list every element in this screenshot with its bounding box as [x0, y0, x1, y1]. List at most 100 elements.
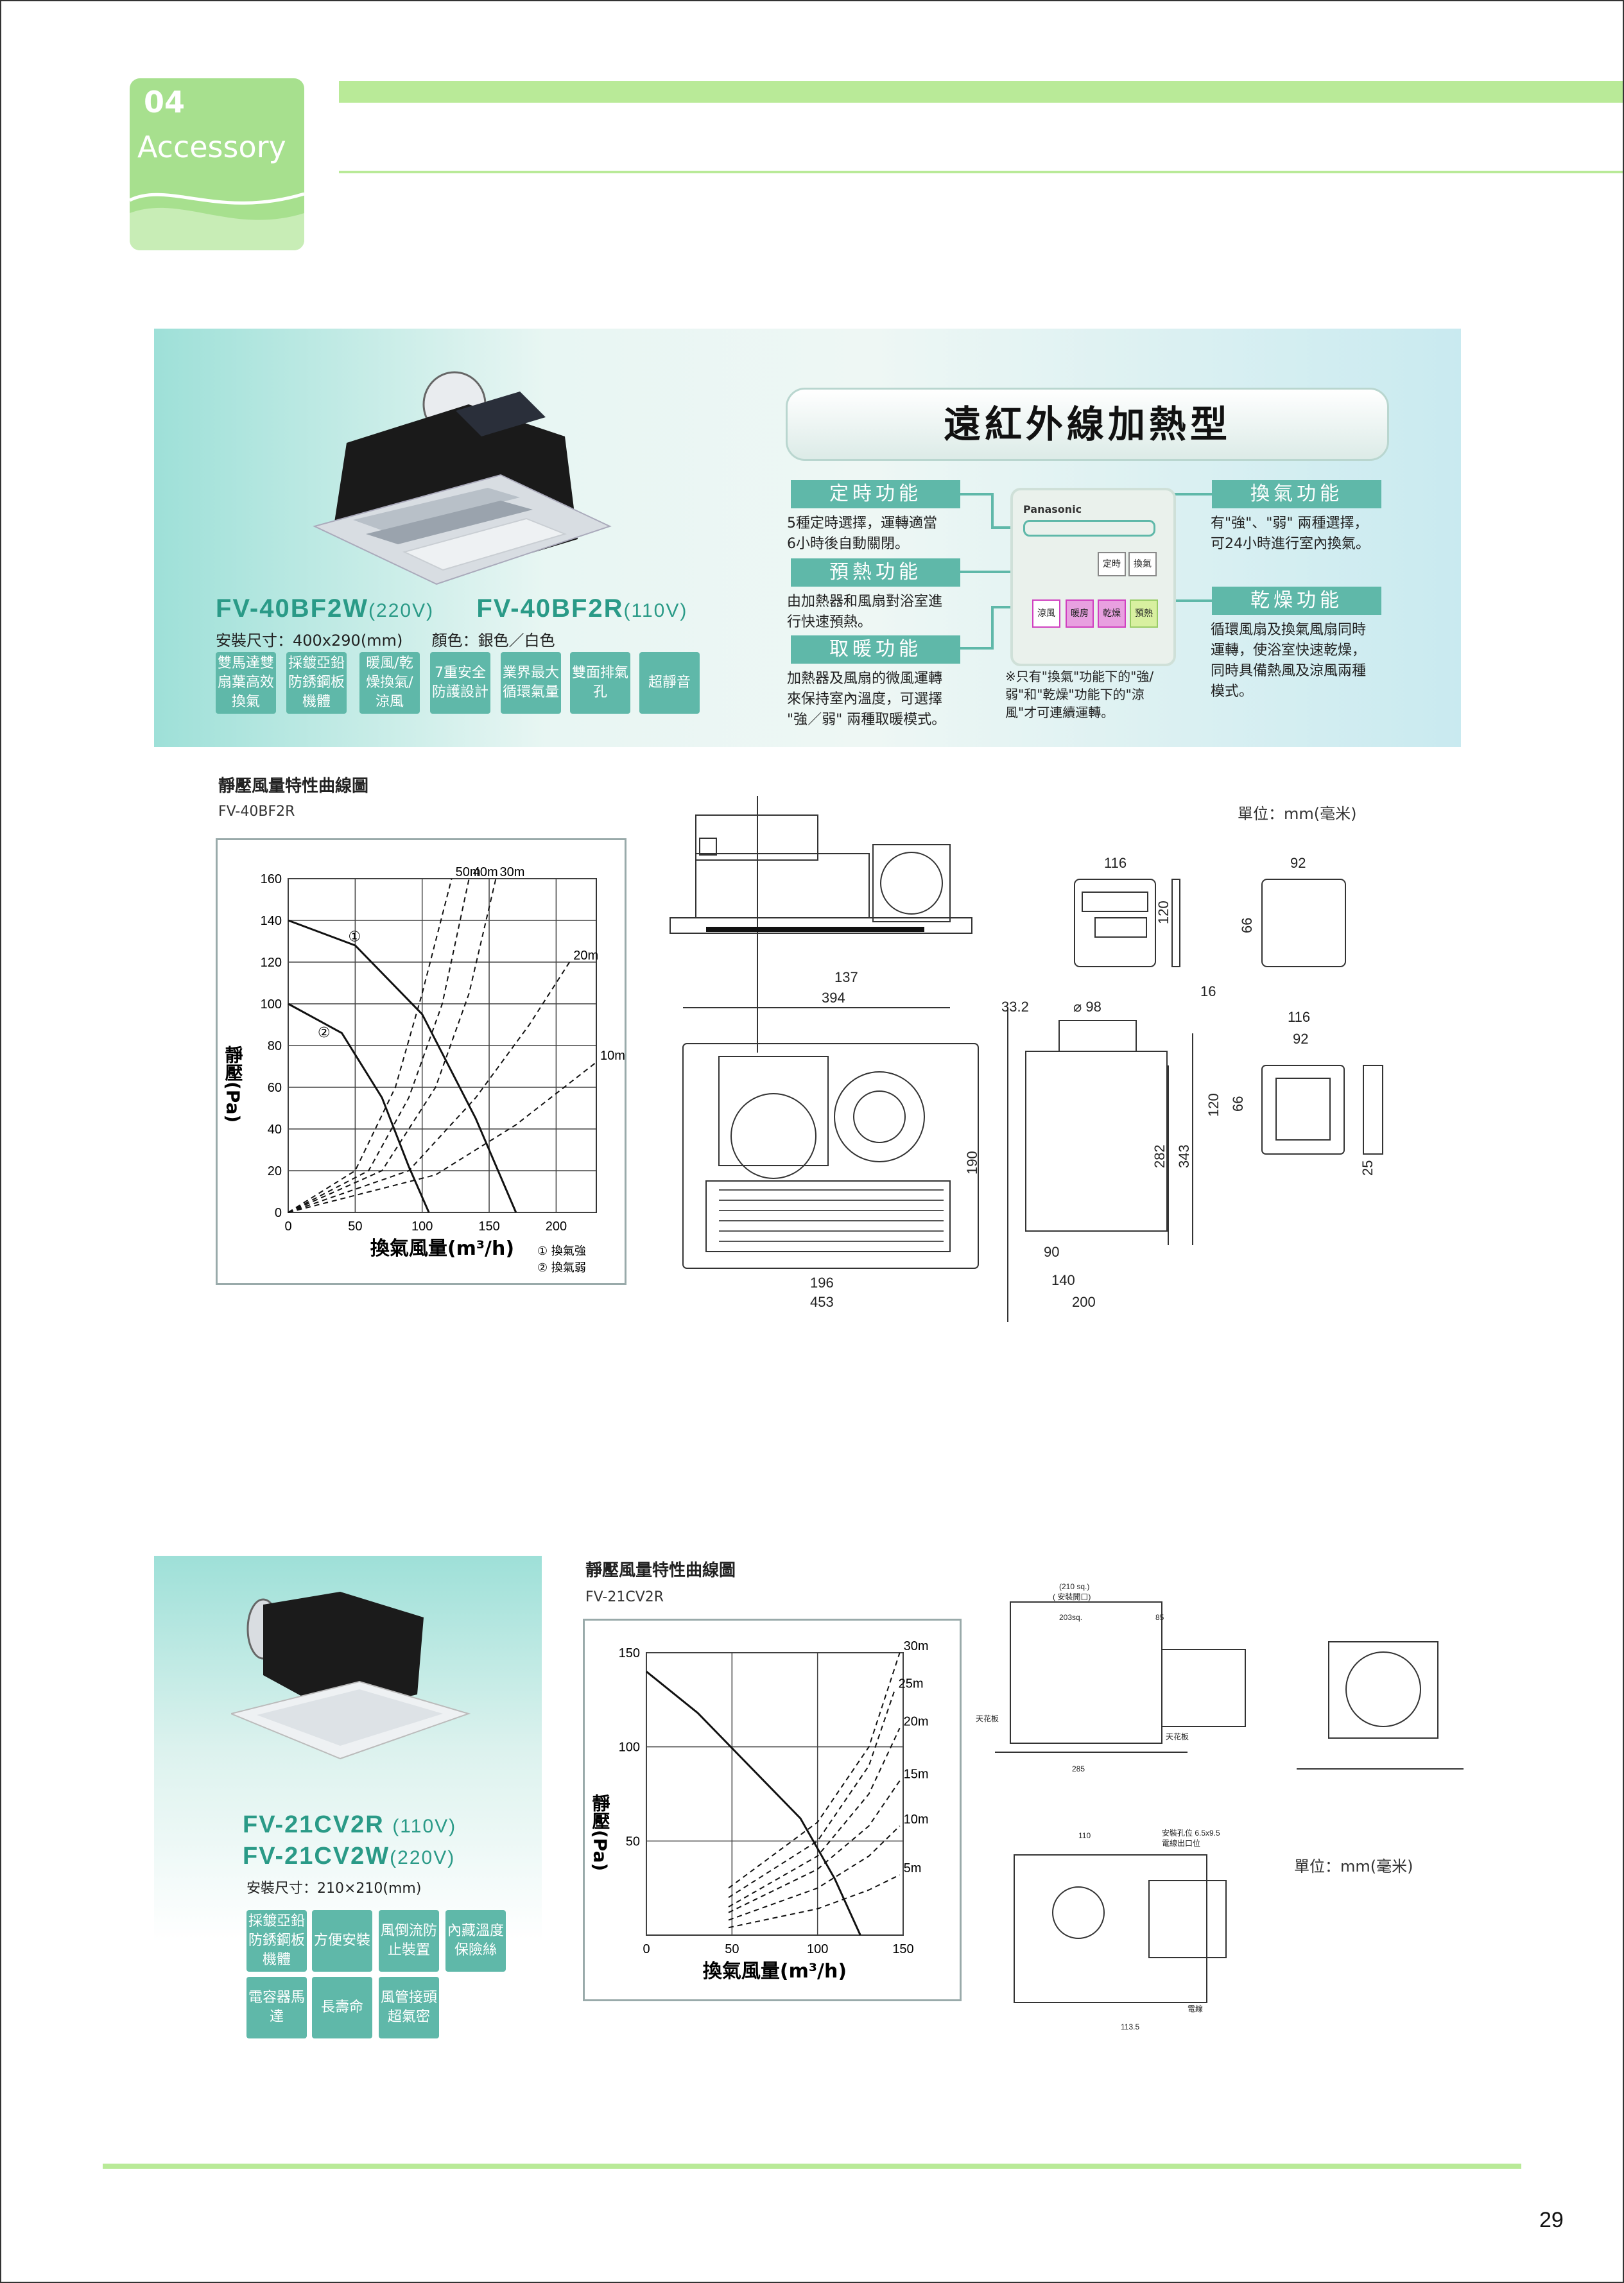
feature-badge: 電容器馬達: [246, 1977, 307, 2038]
series-line: [288, 919, 517, 1213]
dim: ⌀ 98: [1073, 999, 1101, 1015]
label: 110: [1078, 1831, 1091, 1840]
label: 天花板: [976, 1714, 999, 1723]
legend-item: ② 換氣弱: [537, 1261, 586, 1275]
label: 285: [1072, 1764, 1085, 1773]
dim: 137: [834, 969, 858, 985]
technical-drawing-2: (210 sq.) ( 安裝開口) 203sq. 85 天花板 天花板 285 …: [976, 1582, 1464, 2031]
feature-badge: 長壽命: [312, 1977, 372, 2038]
note-line: ※只有"換氣"功能下的"強/: [1005, 669, 1154, 684]
function-preheat-label: 預熱功能: [791, 558, 960, 587]
product2-dimensions: 安裝尺寸：210×210(mm): [246, 1881, 422, 1897]
series-line: [288, 961, 571, 1213]
feature-badge: 方便安裝: [312, 1910, 372, 1972]
x-axis-label: 換氣風量(m³/h): [703, 1960, 847, 1983]
series-line: [646, 1671, 861, 1936]
series-label: 40m: [473, 865, 498, 879]
series-label: 5m: [904, 1861, 922, 1875]
function-drying-desc: 循環風扇及換氣風扇同時 運轉，使浴室快速乾燥， 同時具備熱風及涼風兩種 模式。: [1211, 620, 1366, 702]
controller-button-timer[interactable]: 定時: [1098, 552, 1126, 576]
series-label: 50m: [456, 865, 481, 879]
product1-title: 遠紅外線加熱型: [943, 402, 1231, 446]
series-line: [288, 878, 453, 1213]
controller-button-preheat[interactable]: 預熱: [1130, 599, 1158, 628]
timer-indicator: [1023, 520, 1155, 537]
page-number: 29: [1539, 2208, 1564, 2232]
y-tick-label: 140: [261, 914, 282, 928]
function-heating-desc: 加熱器及風扇的微風運轉 來保持室內溫度，可選擇 "強／弱" 兩種取暖模式。: [787, 669, 946, 730]
series-label: 10m: [600, 1049, 625, 1063]
feature-badge: 採鍍亞鉛防銹鋼板機體: [286, 652, 347, 714]
x-tick-label: 200: [546, 1219, 567, 1234]
series-label: 25m: [899, 1677, 924, 1691]
series-label: 15m: [904, 1767, 929, 1781]
feature-badge: 超靜音: [639, 652, 700, 714]
series-line: [288, 1062, 597, 1213]
desc-line: 行快速預熱。: [787, 614, 872, 630]
chart2-heading: 靜壓風量特性曲線圖: [585, 1561, 736, 1580]
controller-panel: Panasonic 定時 換氣 涼風 暖房 乾燥 預熱: [1010, 488, 1176, 666]
label: ( 安裝開口): [1053, 1592, 1091, 1601]
dim: 92: [1293, 1031, 1308, 1047]
desc-line: 同時具備熱風及涼風兩種: [1211, 663, 1367, 679]
dim: 343: [1176, 1144, 1192, 1168]
product1-dimensions: 安裝尺寸：400x290(mm) 顏色：銀色／白色: [216, 628, 555, 650]
label: 113.5: [1121, 2022, 1139, 2031]
x-tick-label: 150: [478, 1219, 499, 1234]
desc-line: "強／弱" 兩種取暖模式。: [787, 712, 946, 728]
label: 203sq.: [1059, 1613, 1082, 1622]
series-label: 30m: [499, 865, 524, 879]
model-a: FV-40BF2W: [216, 594, 369, 623]
series-label: 20m: [573, 949, 598, 963]
unit-label-1: 單位：mm(毫米): [1238, 805, 1357, 823]
curve-label: ①: [348, 929, 361, 945]
controller-button-dry[interactable]: 乾燥: [1098, 599, 1126, 628]
series-label: 20m: [904, 1714, 929, 1728]
dim: 66: [1239, 918, 1255, 933]
desc-line: 可24小時進行室內換氣。: [1211, 536, 1370, 552]
desc-line: 6小時後自動關閉。: [787, 536, 909, 552]
controller-button-vent[interactable]: 換氣: [1128, 552, 1157, 576]
header-rule: [339, 171, 1623, 173]
series-label: 10m: [904, 1813, 929, 1827]
label: 電線: [1188, 2004, 1203, 2013]
wave-decoration: [130, 192, 304, 250]
dim: 196: [810, 1275, 834, 1291]
y-tick-label: 20: [268, 1164, 282, 1178]
function-ventilation-label: 換氣功能: [1212, 480, 1381, 508]
y-tick-label: 40: [268, 1123, 282, 1137]
y-tick-label: 50: [626, 1834, 640, 1848]
chart1-heading: 靜壓風量特性曲線圖: [218, 777, 369, 796]
dim: 140: [1051, 1272, 1075, 1288]
controller-button-heat[interactable]: 暖房: [1066, 599, 1094, 628]
desc-line: 來保持室內溫度，可選擇: [787, 691, 943, 707]
label: (210 sq.): [1059, 1582, 1089, 1591]
function-ventilation-desc: 有"強"、"弱" 兩種選擇， 可24小時進行室內換氣。: [1211, 513, 1370, 555]
feature-badge: 7重安全防護設計: [430, 652, 490, 714]
desc-line: 模式。: [1211, 684, 1254, 700]
series-line: [728, 1874, 901, 1929]
controller-button-cool[interactable]: 涼風: [1032, 599, 1060, 628]
curve-label: ②: [318, 1025, 331, 1041]
feature-badge: 業界最大循環氣量: [501, 652, 561, 714]
series-line: [288, 878, 470, 1213]
chart1-model: FV-40BF2R: [218, 804, 295, 820]
unit-label-2: 單位：mm(毫米): [1294, 1857, 1413, 1875]
feature-badge: 內藏溫度保險絲: [445, 1910, 506, 1972]
feature-badge: 暖風/乾燥換氣/涼風: [359, 652, 420, 714]
dim: 116: [1288, 1009, 1310, 1025]
install-size: 安裝尺寸：400x290(mm): [216, 632, 403, 650]
dim: 200: [1072, 1294, 1096, 1310]
model-b: FV-40BF2R: [476, 594, 624, 623]
section-tab: 04 Accessory: [130, 78, 304, 250]
desc-line: 由加熱器和風扇對浴室進: [787, 594, 943, 610]
y-tick-label: 80: [268, 1039, 282, 1053]
feature-badge: 採鍍亞鉛防銹鋼板機體: [246, 1910, 307, 1972]
feature-badge: 雙馬達雙扇葉高效換氣: [216, 652, 276, 714]
y-tick-label: 0: [275, 1206, 282, 1220]
dim: 116: [1104, 855, 1127, 871]
series-label: 30m: [904, 1639, 929, 1653]
